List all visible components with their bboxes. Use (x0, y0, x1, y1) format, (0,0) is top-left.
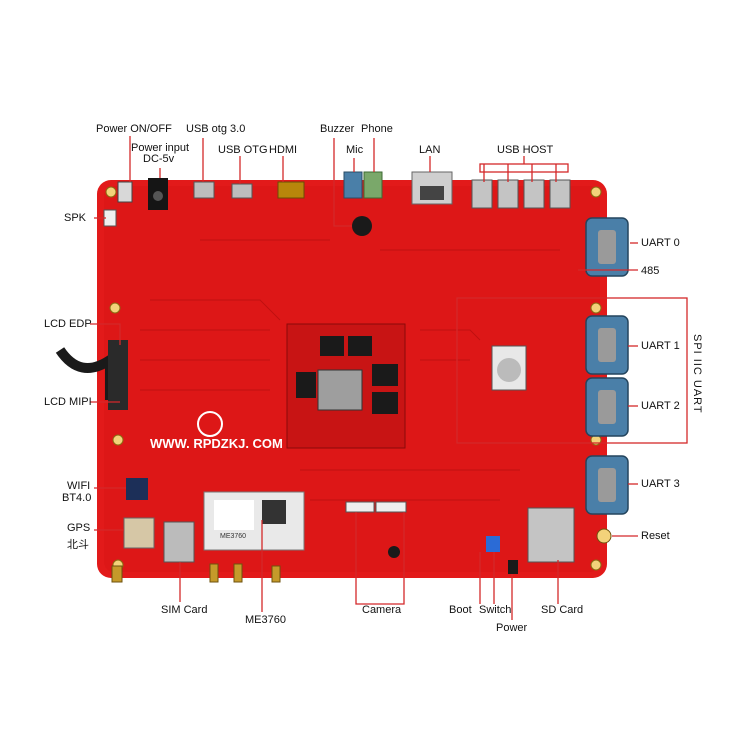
antenna-connectors (111, 563, 281, 583)
memory-chips (296, 336, 398, 414)
usb-host-bracket (479, 163, 569, 173)
label-lcd-mipi: LCD MIPI (44, 396, 92, 408)
label-beidou: 北斗 (67, 539, 89, 551)
boot-switch (486, 536, 500, 552)
cpu (317, 369, 363, 411)
label-dc5v: DC-5v (143, 153, 175, 165)
phone-jack (363, 171, 383, 199)
label-mic: Mic (346, 144, 364, 156)
label-uart0: UART 0 (641, 237, 680, 249)
callout-lines (90, 136, 638, 620)
reset-button (596, 528, 612, 544)
label-switch: Switch (479, 604, 512, 616)
usb-otg30-port (193, 181, 215, 199)
label-usb-otg30: USB otg 3.0 (186, 123, 246, 135)
label-boot: Boot (449, 604, 472, 616)
label-spi-iic-uart: SPI IIC UART (691, 334, 703, 414)
buzzer (352, 216, 372, 236)
label-bt40: BT4.0 (62, 492, 92, 504)
label-buzzer: Buzzer (320, 123, 355, 135)
hdmi-port (277, 181, 305, 199)
gps-module (123, 517, 155, 549)
label-camera: Camera (362, 604, 402, 616)
label-phone: Phone (361, 123, 393, 135)
label-sd-card: SD Card (541, 604, 584, 616)
label-gps: GPS (67, 522, 91, 534)
module-marking: ME3760 (220, 533, 246, 540)
camera-connector-2 (375, 501, 407, 513)
label-spk: SPK (64, 212, 87, 224)
label-uart1: UART 1 (641, 340, 680, 352)
label-usb-otg: USB OTG (218, 144, 268, 156)
sd-card-slot (527, 507, 575, 563)
uart-bracket (456, 297, 688, 444)
sim-card-slot (163, 521, 195, 563)
label-me3760: ME3760 (245, 614, 286, 626)
label-uart3: UART 3 (641, 478, 680, 490)
power-switch (117, 181, 133, 203)
label-power-input: Power input (131, 142, 190, 154)
usb-otg-port (231, 183, 253, 199)
camera-lens (388, 546, 400, 558)
label-reset: Reset (641, 530, 670, 542)
mic-jack (343, 171, 363, 199)
brand-logo (197, 411, 223, 437)
label-hdmi: HDMI (269, 144, 298, 156)
power-button (508, 560, 518, 574)
camera-connector-1 (345, 501, 375, 513)
wifi-bt-module (126, 478, 148, 500)
label-lcd-edp: LCD EDP (44, 318, 92, 330)
label-usb-host: USB HOST (497, 144, 554, 156)
pcb-traces (140, 239, 560, 501)
label-power-onoff: Power ON/OFF (96, 123, 172, 135)
mounting-holes (105, 186, 602, 571)
label-485: 485 (641, 265, 660, 277)
label-uart2: UART 2 (641, 400, 680, 412)
label-wifi: WIFI (67, 480, 91, 492)
usb-host-ports (471, 179, 571, 209)
board-website-text: WWW. RPDZKJ. COM (150, 436, 283, 451)
label-power: Power (496, 622, 528, 634)
label-lan: LAN (419, 144, 441, 156)
label-sim-card: SIM Card (161, 604, 208, 616)
